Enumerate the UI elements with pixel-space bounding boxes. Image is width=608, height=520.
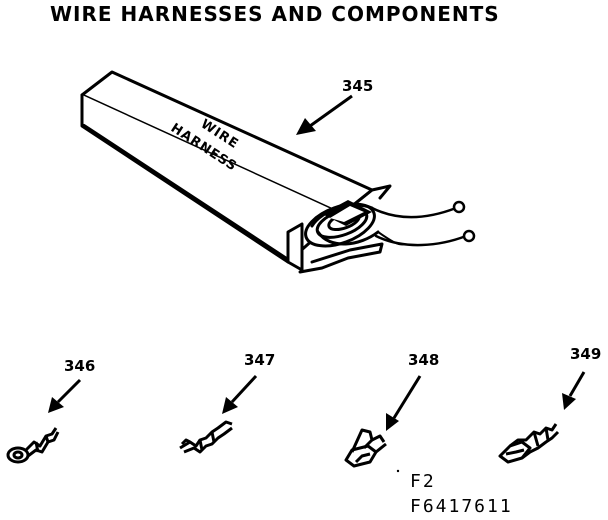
arrow-347: [222, 374, 258, 414]
arrow-345: [296, 94, 353, 135]
callout-349: 349: [570, 345, 601, 363]
arrow-346: [48, 378, 82, 413]
arrow-349: [562, 371, 586, 410]
ring-terminal-346: [6, 427, 60, 464]
callout-346: 346: [64, 357, 95, 375]
spade-terminal-347: [179, 420, 233, 454]
callout-345: 345: [342, 77, 373, 95]
diagram-title: WIRE HARNESSES AND COMPONENTS: [50, 2, 500, 26]
callout-348: 348: [408, 351, 439, 369]
arrow-348: [386, 375, 422, 431]
speck: [396, 469, 400, 473]
figure-code-line1: F2: [410, 471, 436, 492]
figure-code-line2: F6417611: [410, 496, 513, 517]
receptacle-terminal-348: [344, 428, 387, 468]
wire-harness-box: [80, 70, 476, 274]
callout-347: 347: [244, 351, 275, 369]
quick-connect-terminal-349: [498, 423, 560, 464]
